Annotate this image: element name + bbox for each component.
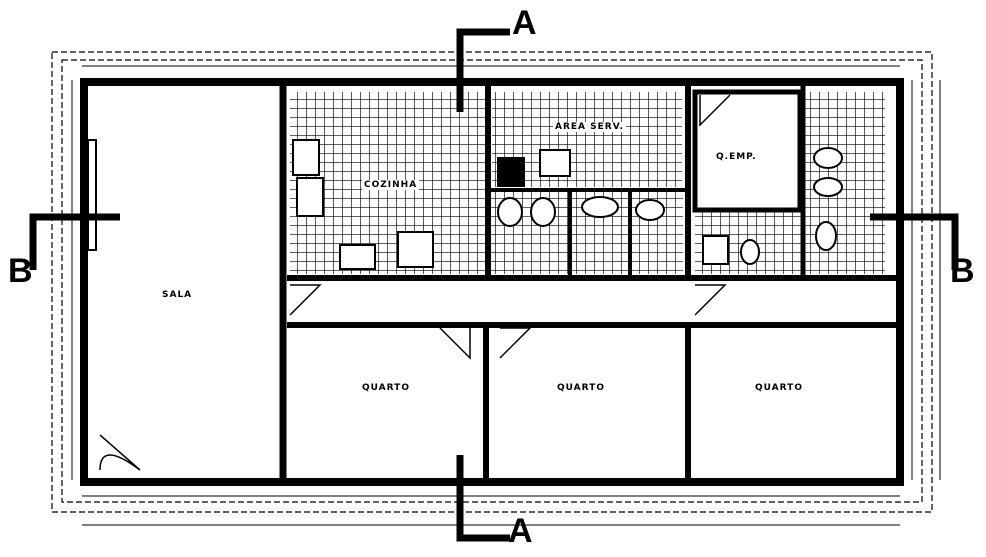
room-label-quarto-1: QUARTO: [362, 383, 410, 393]
section-cut-markers: [29, 28, 959, 542]
room-label-sala: SALA: [162, 290, 193, 300]
dimension-lines: [71, 65, 941, 526]
section-mark-b-left: B: [8, 252, 33, 290]
room-label-area-servico: AREA SERV.: [553, 122, 626, 132]
room-label-quarto-2: QUARTO: [557, 383, 605, 393]
walls: [80, 78, 904, 486]
section-mark-a-bottom: A: [508, 512, 533, 550]
room-label-cozinha: COZINHA: [362, 180, 420, 190]
section-mark-a-top: A: [512, 4, 537, 42]
fixtures: [87, 139, 843, 270]
section-mark-b-right: B: [950, 252, 975, 290]
dimension-outline: [51, 51, 933, 513]
room-label-quarto-empregada: Q.EMP.: [716, 152, 757, 162]
door-swings: [99, 94, 731, 471]
room-label-quarto-3: QUARTO: [755, 383, 803, 393]
